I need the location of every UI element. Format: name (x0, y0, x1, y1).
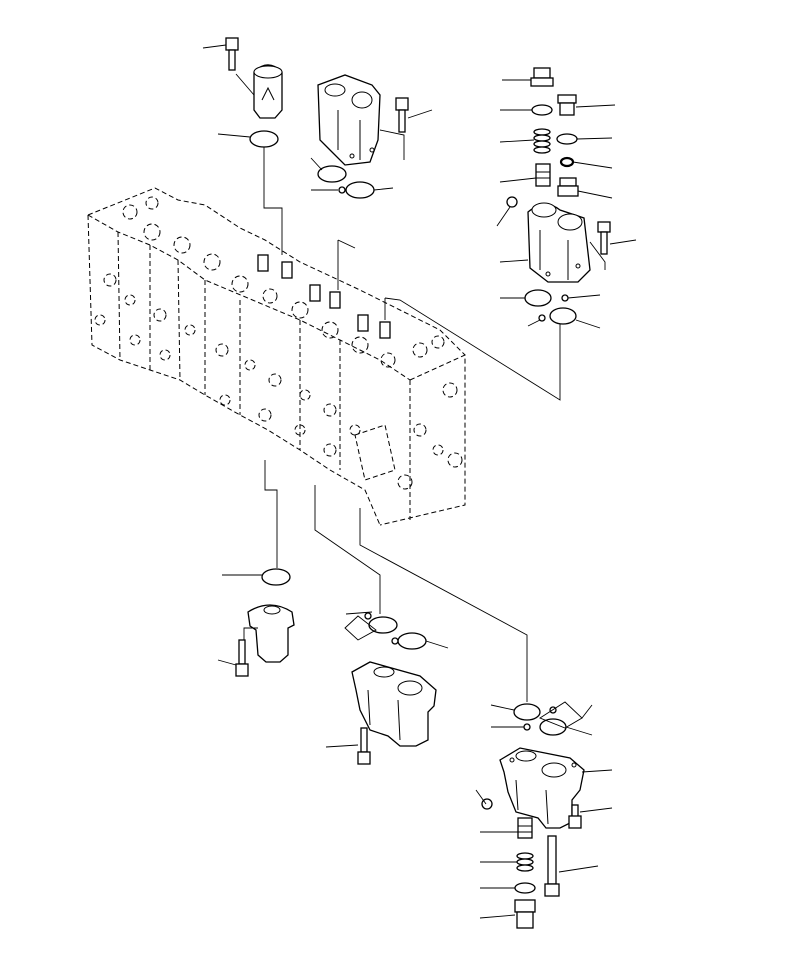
o-ring (345, 181, 375, 199)
upper-center-valve-assembly (310, 74, 433, 199)
plug (557, 177, 579, 197)
assembly-leader-lines (263, 147, 561, 702)
upper-right-valve-assembly (496, 67, 637, 329)
o-ring (549, 307, 577, 325)
o-ring (513, 703, 541, 721)
o-ring (249, 130, 279, 148)
o-ring (514, 882, 536, 894)
main-control-valve-body (87, 187, 466, 526)
plug (530, 67, 554, 87)
o-ring (531, 104, 553, 116)
bolt (395, 97, 409, 133)
lower-left-cover-assembly (217, 568, 295, 677)
upper-left-cap-assembly (202, 37, 283, 148)
spool-plug (535, 163, 551, 187)
o-ring (556, 133, 578, 145)
lower-right-valve-assembly (475, 701, 613, 929)
lower-center-valve-assembly (325, 611, 449, 765)
long-bolt (544, 835, 560, 897)
small-plug (506, 196, 518, 208)
bolt (597, 221, 611, 255)
spring (533, 128, 551, 154)
seal (559, 156, 575, 168)
o-ring (261, 568, 291, 586)
top-pilot-fittings (257, 254, 391, 339)
o-ring (524, 289, 552, 307)
bolt (225, 37, 239, 71)
spring (516, 852, 534, 872)
o-ring (397, 632, 427, 650)
o-ring (317, 165, 347, 183)
o-ring (368, 616, 398, 634)
plug (514, 899, 536, 929)
bolt (357, 727, 371, 765)
body-port-holes (94, 196, 463, 490)
bolt (235, 639, 249, 677)
spool-plug (517, 817, 533, 839)
plug (557, 94, 577, 116)
bolt (568, 804, 582, 829)
